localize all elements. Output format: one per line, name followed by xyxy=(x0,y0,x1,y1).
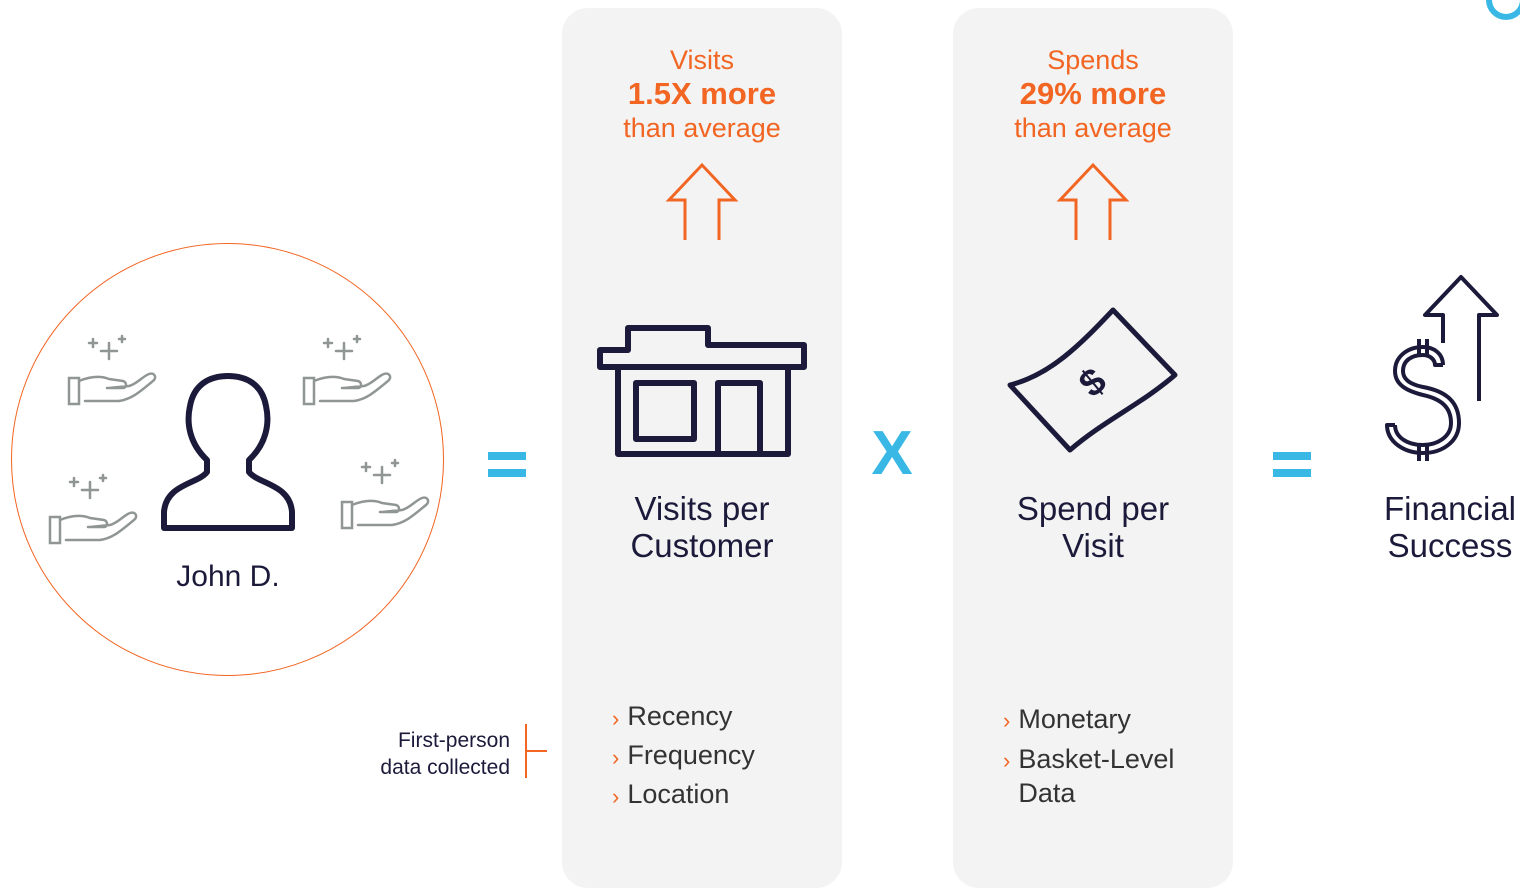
equals-operator-bottom xyxy=(488,469,526,477)
hand-sparkle-icon xyxy=(302,333,392,408)
list-item: › Basket-Level Data xyxy=(1003,742,1174,810)
spend-stat-value: 29% more xyxy=(1019,76,1167,111)
visits-title: Visits per Customer xyxy=(562,490,842,564)
visits-factor-list: › Recency › Frequency › Location xyxy=(612,698,755,815)
hand-sparkle-icon xyxy=(340,457,430,532)
list-item: › Location xyxy=(612,776,755,815)
list-item-line2: Data xyxy=(1018,778,1076,808)
spend-title-line2: Visit xyxy=(1062,527,1124,564)
spend-panel xyxy=(953,8,1233,888)
chevron-right-icon: › xyxy=(1003,748,1011,773)
visits-stat-label: Visits xyxy=(669,45,735,75)
visits-title-line1: Visits per xyxy=(634,490,770,527)
list-item-line1: Basket-Level xyxy=(1018,744,1175,774)
spend-stat: Spends 29% more than average xyxy=(953,43,1233,145)
dollar-growth-icon xyxy=(1385,273,1505,468)
spend-title-line1: Spend per xyxy=(1016,490,1170,527)
list-item-label: Basket-Level Data xyxy=(1018,742,1174,810)
data-note-line2: data collected xyxy=(380,756,510,779)
data-collected-note: First-person data collected xyxy=(300,727,510,781)
hand-sparkle-icon xyxy=(48,472,138,547)
chevron-right-icon: › xyxy=(1003,708,1011,733)
equals-operator-top xyxy=(1273,452,1311,460)
list-item: › Recency xyxy=(612,698,755,737)
times-operator: X xyxy=(871,419,913,488)
financial-title-line1: Financial xyxy=(1383,490,1517,527)
spend-title: Spend per Visit xyxy=(953,490,1233,564)
customer-circle xyxy=(11,243,444,676)
spend-factor-list: › Monetary › Basket-Level Data xyxy=(1003,702,1174,810)
note-bracket-tick xyxy=(525,750,547,752)
visits-stat: Visits 1.5X more than average xyxy=(562,43,842,145)
hand-sparkle-icon xyxy=(67,333,157,408)
corner-accent xyxy=(1477,0,1520,29)
equals-operator-bottom xyxy=(1273,469,1311,477)
chevron-right-icon: › xyxy=(612,784,620,809)
svg-text:$: $ xyxy=(1071,360,1114,406)
list-item: › Monetary xyxy=(1003,702,1174,738)
spend-stat-compare: than average xyxy=(1014,113,1172,143)
spend-stat-label: Spends xyxy=(1047,45,1139,75)
list-item: › Frequency xyxy=(612,737,755,776)
customer-name: John D. xyxy=(176,560,280,593)
list-item-label: Recency xyxy=(627,701,733,731)
store-icon xyxy=(597,325,808,457)
chevron-right-icon: › xyxy=(612,706,620,731)
data-note-line1: First-person xyxy=(397,729,510,752)
visits-stat-compare: than average xyxy=(623,113,781,143)
equals-operator-top xyxy=(488,452,526,460)
visits-panel xyxy=(562,8,842,888)
list-item-label: Frequency xyxy=(627,740,755,770)
list-item-label: Location xyxy=(627,779,730,809)
financial-success-title: Financial Success xyxy=(1310,490,1520,564)
up-arrow-icon xyxy=(665,162,739,242)
visits-title-line2: Customer xyxy=(630,527,774,564)
financial-title-line2: Success xyxy=(1387,527,1513,564)
chevron-right-icon: › xyxy=(612,745,620,770)
dollar-bill-icon: $ xyxy=(1005,305,1180,455)
visits-stat-value: 1.5X more xyxy=(627,76,777,111)
up-arrow-icon xyxy=(1056,162,1130,242)
list-item-label: Monetary xyxy=(1018,704,1131,734)
person-icon xyxy=(160,372,296,534)
